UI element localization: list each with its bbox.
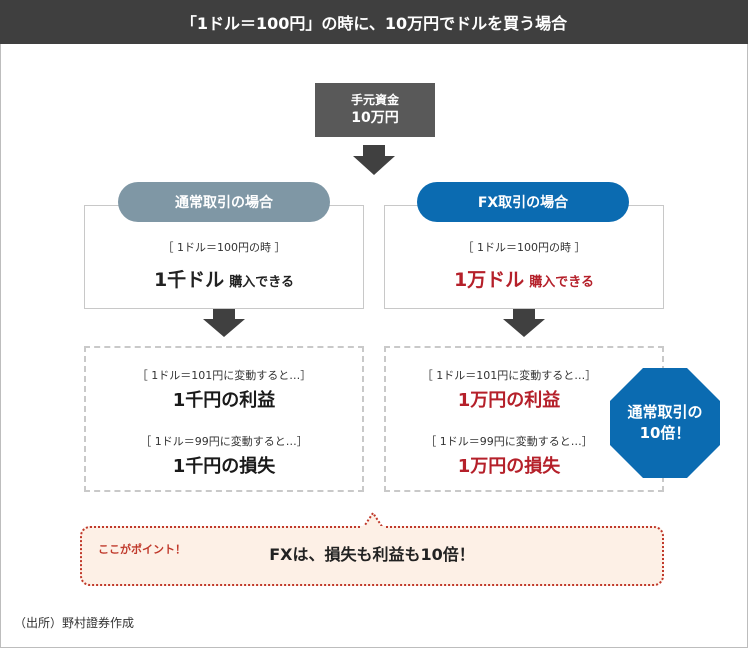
fx-purchase-line: 1万ドル 購入できる xyxy=(384,265,664,292)
normal-result-box xyxy=(84,346,364,492)
normal-purchase-box xyxy=(84,205,364,309)
normal-up-condition: ［ 1ドル＝101円に変動すると…］ xyxy=(136,369,312,382)
arrow-down-icon xyxy=(353,145,395,175)
point-callout xyxy=(80,526,664,586)
fx-purchase-box xyxy=(384,205,664,309)
fx-loss-result: 1万円の損失 xyxy=(457,456,561,477)
fx-purchase-amount: 1万ドル xyxy=(453,269,525,291)
fx-profit-result: 1万円の利益 xyxy=(457,390,561,411)
arrow-down-icon xyxy=(203,308,245,337)
source-note: （出所）野村證券作成 xyxy=(14,616,135,630)
capital-box: 手元資金 10万円 xyxy=(315,83,435,137)
point-message: FXは、損失も利益も10倍！ xyxy=(269,545,475,564)
callout-pointer-icon xyxy=(362,512,384,529)
ten-times-badge: 通常取引の 10倍！ xyxy=(610,368,720,478)
fx-trade-header: FX取引の場合 xyxy=(417,182,629,222)
normal-loss-result: 1千円の損失 xyxy=(172,456,276,477)
fx-purchase-suffix: 購入できる xyxy=(529,275,595,290)
normal-purchase-amount: 1千ドル xyxy=(153,269,225,291)
arrow-down-icon xyxy=(503,308,545,337)
badge-line1: 通常取引の xyxy=(627,403,703,421)
normal-rate-condition: ［ 1ドル＝100円の時 ］ xyxy=(162,241,286,254)
fx-rate-condition: ［ 1ドル＝100円の時 ］ xyxy=(462,241,586,254)
normal-down-condition: ［ 1ドル＝99円に変動すると…］ xyxy=(140,435,308,448)
capital-label: 手元資金 xyxy=(350,93,399,108)
normal-profit-result: 1千円の利益 xyxy=(172,390,276,411)
fx-up-condition: ［ 1ドル＝101円に変動すると…］ xyxy=(421,369,597,382)
point-label: ここがポイント！ xyxy=(98,543,186,556)
normal-trade-header: 通常取引の場合 xyxy=(118,182,330,222)
diagram-title: 「1ドル＝100円」の時に、10万円でドルを買う場合 xyxy=(0,0,748,44)
normal-purchase-line: 1千ドル 購入できる xyxy=(84,265,364,292)
badge-line2: 10倍！ xyxy=(639,424,691,442)
capital-amount: 10万円 xyxy=(351,109,399,126)
normal-purchase-suffix: 購入できる xyxy=(229,275,295,290)
fx-down-condition: ［ 1ドル＝99円に変動すると…］ xyxy=(425,435,593,448)
